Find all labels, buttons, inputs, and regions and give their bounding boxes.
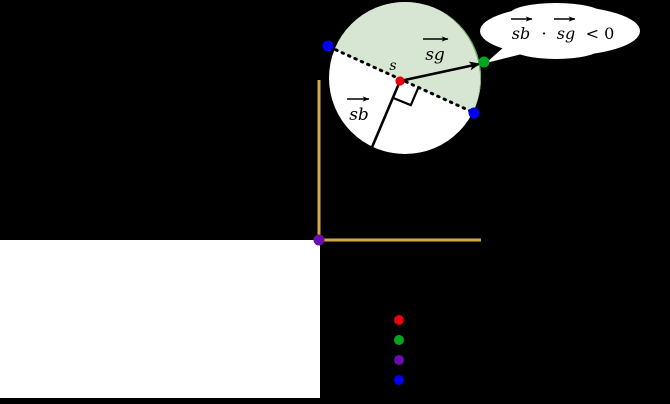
vector-sg-label-group: sg: [423, 36, 449, 65]
legend-swatch-boundary[interactable]: [394, 375, 404, 385]
legend-swatch-s[interactable]: [394, 315, 404, 325]
bubble-term-sg: sg: [557, 24, 575, 43]
point-s-red[interactable]: [395, 76, 405, 86]
point-blue-lower-right[interactable]: [468, 107, 480, 119]
speech-bubble-lobe-bottom: [512, 37, 600, 59]
white-panel: [0, 240, 320, 398]
speech-bubble-group: sb · sg < 0: [480, 3, 640, 63]
legend: [394, 315, 404, 385]
bubble-relation: < 0: [586, 24, 615, 43]
vector-sb-line: [368, 80, 402, 153]
vector-sg-line: [399, 61, 481, 83]
point-g-green[interactable]: [478, 56, 490, 68]
right-angle-marker: [392, 86, 420, 107]
bubble-term-sb: sb: [512, 24, 530, 43]
point-axis-origin[interactable]: [313, 234, 325, 246]
bubble-dot-operator: ·: [541, 24, 546, 43]
vector-sg-label: sg: [425, 45, 445, 65]
vector-sb-label: sb: [349, 105, 369, 125]
speech-bubble-lobe-top: [510, 3, 602, 25]
speech-bubble-lobe-right: [588, 15, 636, 45]
speech-bubble-lobe-left: [486, 19, 530, 47]
legend-swatch-g[interactable]: [394, 335, 404, 345]
legend-swatch-origin[interactable]: [394, 355, 404, 365]
vector-sb-label-group: sb: [347, 96, 370, 125]
point-label-s: s: [389, 58, 396, 74]
point-blue-upper-left[interactable]: [322, 40, 334, 52]
